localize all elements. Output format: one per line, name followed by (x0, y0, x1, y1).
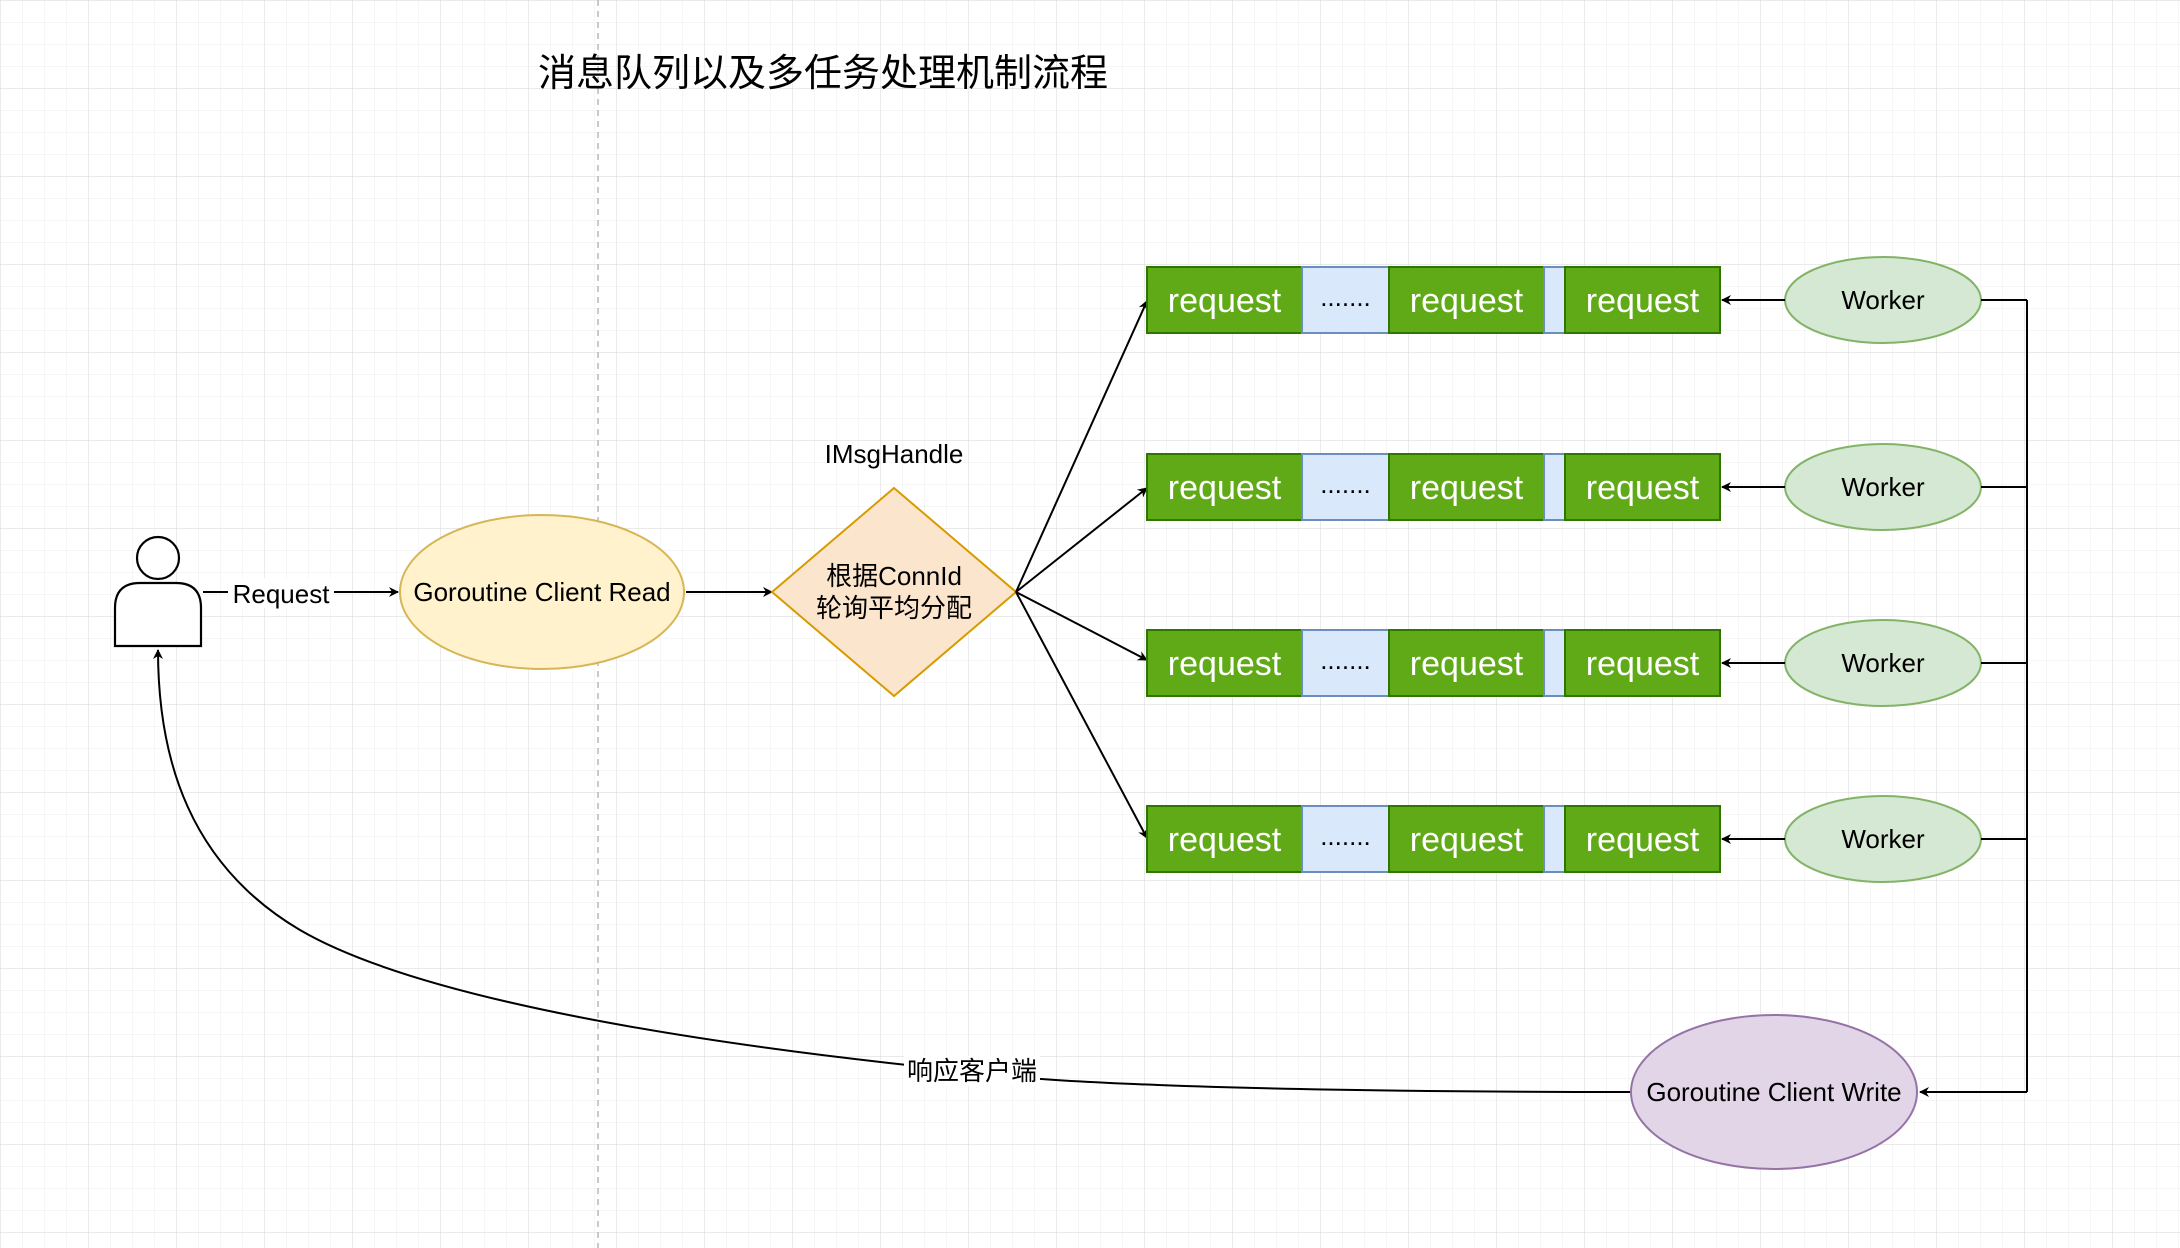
request-cell[interactable] (1564, 266, 1721, 334)
client-read-node[interactable]: Goroutine Client Read (399, 514, 685, 670)
queue-row-1: request....... request request Worker (1146, 256, 1982, 344)
client-write-node[interactable]: Goroutine Client Write (1630, 1014, 1918, 1170)
request-cell[interactable] (1146, 266, 1303, 334)
worker-label: Worker (1841, 472, 1925, 502)
queue-ellipsis: ....... (1320, 821, 1371, 851)
queue-ellipsis: ....... (1320, 645, 1371, 675)
queue-ellipsis: ....... (1320, 469, 1371, 499)
msg-handler-node[interactable]: 根据ConnId 轮询平均分配 (770, 486, 1018, 698)
worker-label: Worker (1841, 285, 1925, 315)
diagram-title: 消息队列以及多任务处理机制流程 (538, 53, 1108, 95)
handler-line-1: 根据ConnId (826, 561, 962, 591)
request-edge-label: Request (233, 579, 331, 609)
queue-gap-cell (1543, 453, 1566, 521)
request-cell-label: request (1168, 469, 1282, 507)
worker-label: Worker (1841, 648, 1925, 678)
request-cell-label: request (1410, 821, 1524, 859)
request-cell-label: request (1168, 821, 1282, 859)
queue-gap-cell (1301, 266, 1390, 334)
response-edge (153, 649, 1631, 1093)
request-cell-label: request (1586, 821, 1700, 859)
request-cell-label: request (1168, 645, 1282, 683)
queue-gap-cell (1543, 266, 1566, 334)
queue-gap-cell (1301, 453, 1390, 521)
queue-row-2: request....... request request Worker (1146, 443, 1982, 531)
request-cell[interactable] (1564, 805, 1721, 873)
queue-row-4: request....... request request Worker (1146, 795, 1982, 883)
request-cell-label: request (1586, 469, 1700, 507)
collector-edges (1919, 299, 2028, 1097)
client-user-icon[interactable] (113, 535, 203, 648)
queue-row-3: request....... request request Worker (1146, 619, 1982, 707)
dispatch-edge-3 (1015, 591, 1148, 661)
request-cell-label: request (1410, 469, 1524, 507)
queue-gap-cell (1543, 805, 1566, 873)
dispatch-edges (1015, 300, 1148, 839)
dispatch-edge-2 (1015, 487, 1148, 593)
request-cell[interactable] (1388, 453, 1545, 521)
request-cell-label: request (1586, 645, 1700, 683)
queue-ellipsis: ....... (1320, 282, 1371, 312)
request-cell[interactable] (1388, 629, 1545, 697)
worker-label: Worker (1841, 824, 1925, 854)
request-cell[interactable] (1564, 453, 1721, 521)
request-cell-label: request (1410, 282, 1524, 320)
dispatch-edge-4 (1015, 591, 1148, 839)
client-read-label: Goroutine Client Read (413, 577, 670, 607)
request-cell[interactable] (1146, 805, 1303, 873)
response-edge-label: 响应客户端 (907, 1056, 1037, 1086)
request-cell[interactable] (1388, 266, 1545, 334)
handler-line-2: 轮询平均分配 (816, 593, 972, 623)
queue-gap-cell (1543, 629, 1566, 697)
request-cell-label: request (1410, 645, 1524, 683)
request-cell[interactable] (1564, 629, 1721, 697)
request-cell-label: request (1586, 282, 1700, 320)
request-cell-label: request (1168, 282, 1282, 320)
handler-caption: IMsgHandle (825, 439, 964, 469)
request-cell[interactable] (1388, 805, 1545, 873)
client-write-label: Goroutine Client Write (1646, 1077, 1901, 1107)
dispatch-edge-1 (1015, 300, 1148, 593)
